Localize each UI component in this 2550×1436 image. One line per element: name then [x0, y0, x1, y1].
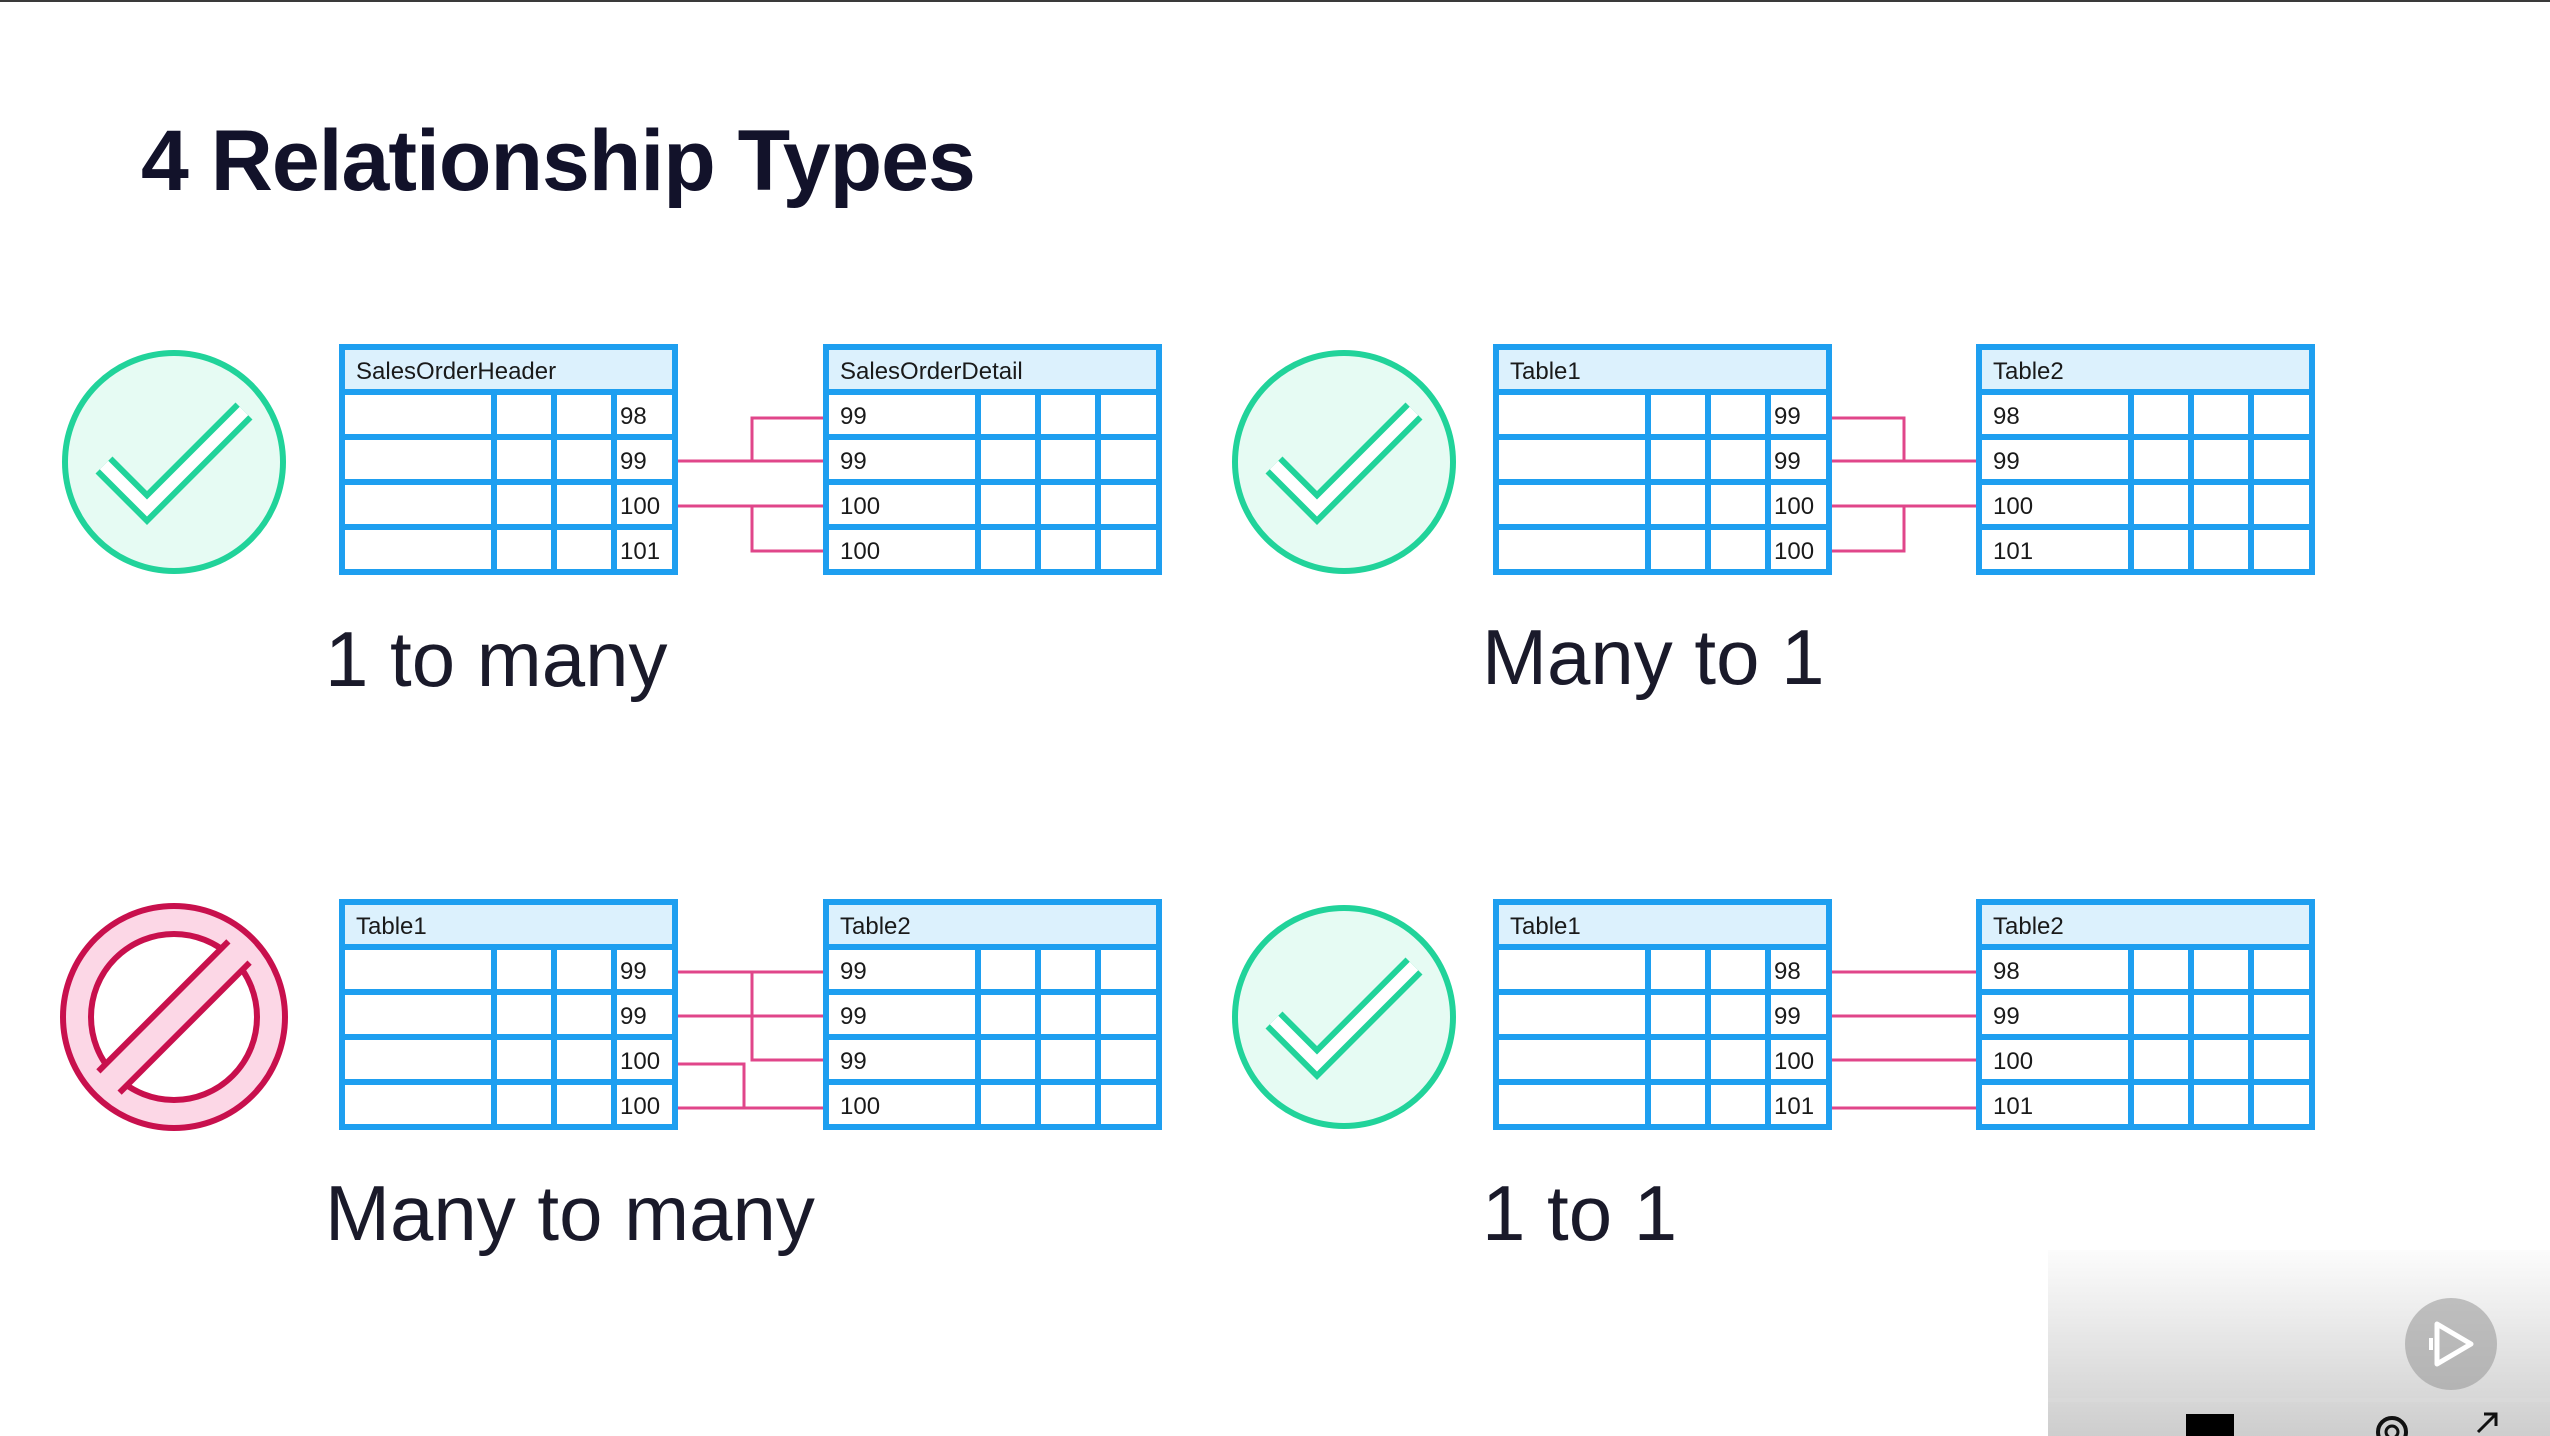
panel1-left-table-key: 100: [1774, 493, 1814, 520]
check-icon-circle: [62, 350, 286, 574]
panel3-right-table-name: Table2: [1993, 913, 2064, 940]
panel2-right-table-border: [823, 899, 1162, 1130]
panel2-left-table-key: 100: [620, 1093, 660, 1120]
panel1-right-table-key: 100: [1993, 493, 2033, 520]
panel3-left-table-key: 98: [1774, 958, 1801, 985]
panel0-left-table-key: 101: [620, 538, 660, 565]
panel2-right-table-key: 99: [840, 1048, 867, 1075]
panel0-right-table: SalesOrderDetail 99 99 100 100: [823, 344, 1162, 575]
panel0-left-table-key: 100: [620, 493, 660, 520]
slide-title: 4 Relationship Types: [141, 113, 976, 209]
panel3-left-table-key: 99: [1774, 1003, 1801, 1030]
caption-one-to-many: 1 to many: [325, 615, 668, 703]
panel2-right-table-key: 100: [840, 1093, 880, 1120]
panel1-left-table-header-bg: [1496, 347, 1829, 392]
panel0-right-table-name: SalesOrderDetail: [840, 358, 1023, 385]
panel0-left-table-header-bg: [342, 347, 675, 392]
panel1-left-table-key: 99: [1774, 448, 1801, 475]
connector: [1832, 506, 1906, 553]
panel2-right-table-name: Table2: [840, 913, 911, 940]
check-icon-circle: [1232, 350, 1456, 574]
panel2-left-table-key: 99: [620, 958, 647, 985]
panel0-right-table-border: [823, 344, 1162, 575]
panel2-left-table-header-bg: [342, 902, 675, 947]
panel3-right-table-header-bg: [1979, 902, 2312, 947]
panel2-left-table-border: [339, 899, 678, 1130]
check-icon-mark-inner: [1269, 961, 1419, 1072]
panel0-left-table-key: 99: [620, 448, 647, 475]
panel0-right-table-key: 99: [840, 403, 867, 430]
panel2-left-table: Table1 99 99 100 100: [339, 899, 678, 1130]
panel1-right-table: Table2 98 99 100 101: [1976, 344, 2315, 575]
connector: [678, 1062, 746, 1108]
panel1-right-table-header-bg: [1979, 347, 2312, 392]
panel1-left-table-name: Table1: [1510, 358, 1581, 385]
panel3-right-table-key: 100: [1993, 1048, 2033, 1075]
check-icon-mark-inner: [1269, 406, 1419, 517]
panel3-left-table-key: 100: [1774, 1048, 1814, 1075]
connector: [750, 506, 823, 553]
prohibited-icon-bar-inner: [96, 939, 252, 1095]
panel1-left-table-key: 99: [1774, 403, 1801, 430]
panel2-left-table-key: 100: [620, 1048, 660, 1075]
panel0-right-table-key: 100: [840, 493, 880, 520]
panel3-right-table-key: 98: [1993, 958, 2020, 985]
connector: [750, 972, 823, 1062]
panel3-left-table: Table1 98 99 100 101: [1493, 899, 1832, 1130]
check-icon: [62, 350, 286, 574]
panel0-right-table-header-bg: [826, 347, 1159, 392]
panel1-right-table-border: [1976, 344, 2315, 575]
panel3-left-table-header-bg: [1496, 902, 1829, 947]
panel0-left-table-name: SalesOrderHeader: [356, 358, 556, 385]
check-icon: [1232, 905, 1456, 1129]
play-button[interactable]: [2405, 1298, 2497, 1390]
panel1-right-table-key: 98: [1993, 403, 2020, 430]
caption-one-to-one: 1 to 1: [1482, 1169, 1678, 1257]
panel2-right-table-key: 99: [840, 958, 867, 985]
check-icon: [1232, 350, 1456, 574]
video-progress-bar[interactable]: [2048, 1398, 2550, 1402]
stop-square-icon[interactable]: [2186, 1414, 2234, 1436]
expand-icon[interactable]: [2472, 1408, 2502, 1436]
panel0-left-table: SalesOrderHeader 98 99 100 101: [339, 344, 678, 575]
connector: [750, 416, 823, 461]
panel2-right-table-header-bg: [826, 902, 1159, 947]
caption-many-to-many: Many to many: [325, 1169, 815, 1257]
panel3-left-table-border: [1493, 899, 1832, 1130]
panel1-left-table: Table1 99 99 100 100: [1493, 344, 1832, 575]
gear-icon[interactable]: [2370, 1410, 2414, 1436]
panel3-right-table-border: [1976, 899, 2315, 1130]
panel2-left-table-key: 99: [620, 1003, 647, 1030]
panel3-left-table-name: Table1: [1510, 913, 1581, 940]
panel2-right-table-key: 99: [840, 1003, 867, 1030]
panel3-left-table-key: 101: [1774, 1093, 1814, 1120]
panel0-left-table-key: 98: [620, 403, 647, 430]
prohibited-icon: [60, 903, 288, 1131]
panel1-right-table-key: 99: [1993, 448, 2020, 475]
panel1-right-table-key: 101: [1993, 538, 2033, 565]
panel2-right-table: Table2 99 99 99 100: [823, 899, 1162, 1130]
panel3-right-table-key: 99: [1993, 1003, 2020, 1030]
top-border: [0, 0, 2550, 2]
panel1-left-table-border: [1493, 344, 1832, 575]
panel3-right-table: Table2 98 99 100 101: [1976, 899, 2315, 1130]
play-icon: [2429, 1321, 2474, 1367]
panel1-left-table-key: 100: [1774, 538, 1814, 565]
connector: [1832, 416, 1906, 461]
panel0-right-table-key: 99: [840, 448, 867, 475]
panel3-right-table-key: 101: [1993, 1093, 2033, 1120]
check-icon-circle: [1232, 905, 1456, 1129]
panel0-right-table-key: 100: [840, 538, 880, 565]
panel1-right-table-name: Table2: [1993, 358, 2064, 385]
panel2-left-table-name: Table1: [356, 913, 427, 940]
caption-many-to-one: Many to 1: [1482, 613, 1825, 701]
check-icon-mark-inner: [99, 406, 249, 517]
panel0-left-table-border: [339, 344, 678, 575]
